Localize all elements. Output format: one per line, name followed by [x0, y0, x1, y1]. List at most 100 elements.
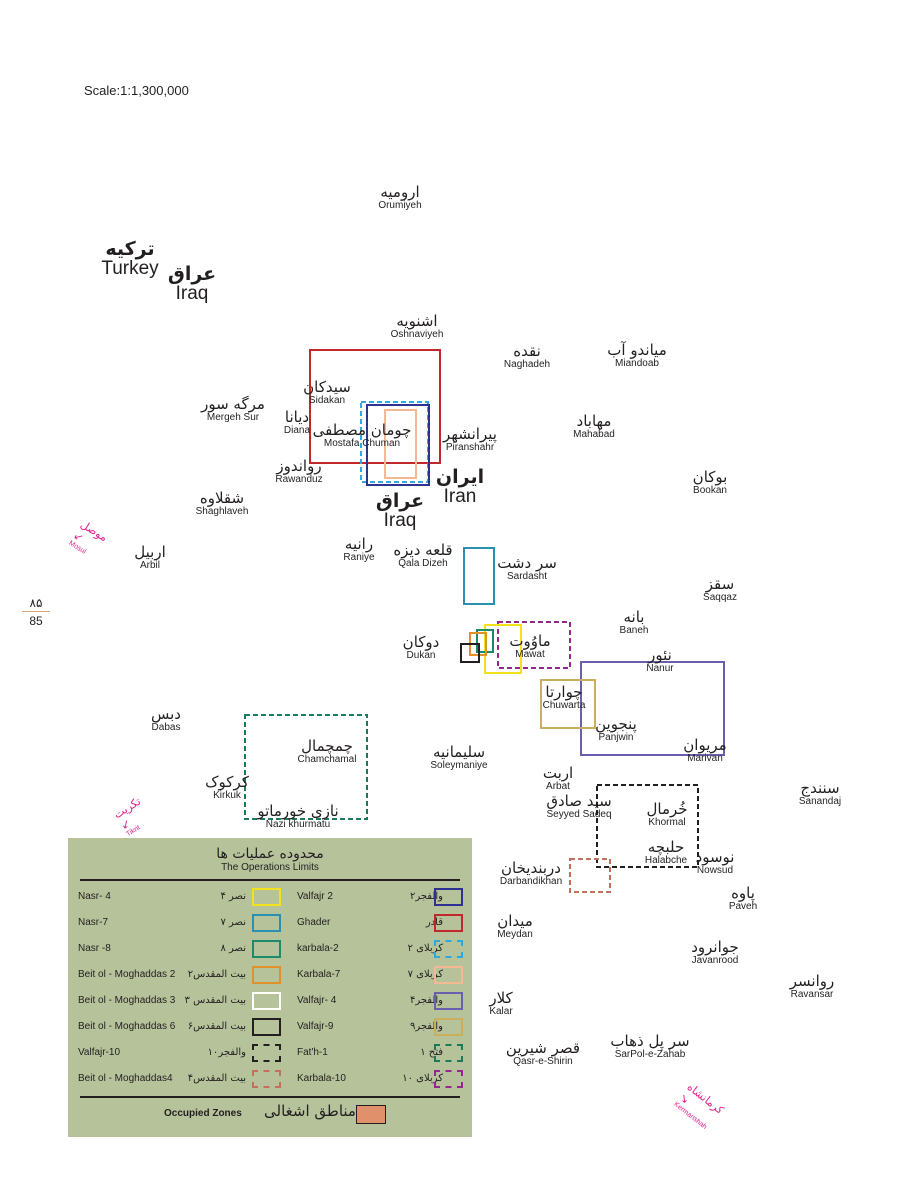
zone-beit-ol-moghaddas-4 — [569, 858, 611, 893]
occupied-zones-label: Occupied Zones — [164, 1108, 242, 1119]
zone-valfajr-9 — [540, 679, 596, 729]
legend-swatch-nasr-4 — [252, 888, 281, 906]
legend-swatch-beit-ol-moghaddas4 — [252, 1070, 281, 1088]
legend-label-fa-karbala-7: کربلای ۷ — [407, 969, 443, 980]
legend-label-nasr-4: Nasr- 4 — [78, 891, 111, 902]
legend-label-nasr-7: Nasr-7 — [78, 917, 109, 928]
legend-swatch-beit-ol-moghaddas-2 — [252, 966, 281, 984]
legend-swatch-karbala-2 — [434, 940, 463, 958]
legend-label-valfajr-10: Valfajr-10 — [78, 1047, 121, 1058]
legend-label-beit-ol-moghaddas-2: Beit ol - Moghaddas 2 — [78, 969, 176, 980]
legend-label-fat-h-1: Fat'h-1 — [297, 1047, 328, 1058]
legend-label-fa-beit-ol-moghaddas-3: بیت المقدس ۳ — [184, 995, 246, 1006]
zone-karbala-10 — [497, 621, 571, 669]
legend-label-fa-karbala-2: کربلای ۲ — [407, 943, 443, 954]
legend-top-rule — [80, 879, 460, 881]
legend-label-fa-nasr-4: نصر ۴ — [220, 891, 246, 902]
legend-label-fa-valfajr-4: والفجر۴ — [409, 995, 443, 1006]
legend-label-valfajr-2: Valfajr 2 — [297, 891, 333, 902]
country-label-iraq-north: عراق Iraq — [167, 263, 217, 304]
legend-label-karbala-10: Karbala-10 — [297, 1073, 346, 1084]
country-label-iraq-center: عراق Iraq — [375, 490, 425, 531]
legend-label-fa-valfajr-10: والفجر۱۰ — [207, 1047, 246, 1058]
legend-label-karbala-2: karbala-2 — [297, 943, 339, 954]
legend-swatch-valfajr-9 — [434, 1018, 463, 1036]
legend-label-karbala-7: Karbala-7 — [297, 969, 341, 980]
page-number-en: 85 — [29, 614, 43, 628]
legend-swatch-beit-ol-moghaddas-6 — [252, 1018, 281, 1036]
legend-bottom-rule — [80, 1096, 460, 1098]
map-scale: Scale:1:1,300,000 — [84, 83, 189, 98]
zone-fath-1 — [244, 714, 368, 820]
legend-label-fa-karbala-10: کربلای ۱۰ — [402, 1073, 443, 1084]
occupied-zones-label-fa: مناطق اشغالی — [264, 1102, 356, 1120]
legend-swatch-valfajr-2 — [434, 888, 463, 906]
legend-swatch-ghader — [434, 914, 463, 932]
legend-label-fa-beit-ol-moghaddas-6: بیت المقدس۶ — [187, 1021, 246, 1032]
legend-label-fa-nasr-8: نصر ۸ — [220, 943, 246, 954]
legend-label-fa-valfajr-2: والفجر۲ — [409, 891, 443, 902]
legend-label-beit-ol-moghaddas-6: Beit ol - Moghaddas 6 — [78, 1021, 176, 1032]
legend-swatch-nasr-7 — [252, 914, 281, 932]
legend-label-fa-beit-ol-moghaddas-2: بیت المقدس۲ — [187, 969, 246, 980]
country-label-iran: ایران Iran — [435, 466, 485, 507]
legend-label-beit-ol-moghaddas4: Beit ol - Moghaddas4 — [78, 1073, 173, 1084]
zone-valfajr-2 — [366, 404, 430, 486]
operations-legend: محدوده عملیات ها The Operations Limits N… — [68, 838, 472, 1137]
legend-swatch-karbala-10 — [434, 1070, 463, 1088]
zone-karbala-7 — [384, 409, 417, 479]
zone-valfajr-4 — [580, 661, 725, 756]
legend-label-fa-fat-h-1: فتح ۱ — [420, 1047, 443, 1058]
page-number-divider — [22, 611, 50, 612]
legend-swatch-valfajr-4 — [434, 992, 463, 1010]
country-label-turkey: ترکیه Turkey — [101, 238, 159, 279]
zone-nasr-7 — [463, 547, 495, 605]
legend-swatch-fat-h-1 — [434, 1044, 463, 1062]
legend-swatch-nasr-8 — [252, 940, 281, 958]
occupied-zones-swatch — [356, 1105, 386, 1124]
legend-label-beit-ol-moghaddas-3: Beit ol - Moghaddas 3 — [78, 995, 176, 1006]
legend-label-fa-beit-ol-moghaddas4: بیت المقدس۴ — [187, 1073, 246, 1084]
page-number-fa: ۸۵ — [29, 596, 43, 610]
zone-beit-ol-moghaddas-6 — [460, 643, 480, 663]
legend-title: محدوده عملیات ها The Operations Limits — [216, 846, 324, 873]
legend-swatch-karbala-7 — [434, 966, 463, 984]
